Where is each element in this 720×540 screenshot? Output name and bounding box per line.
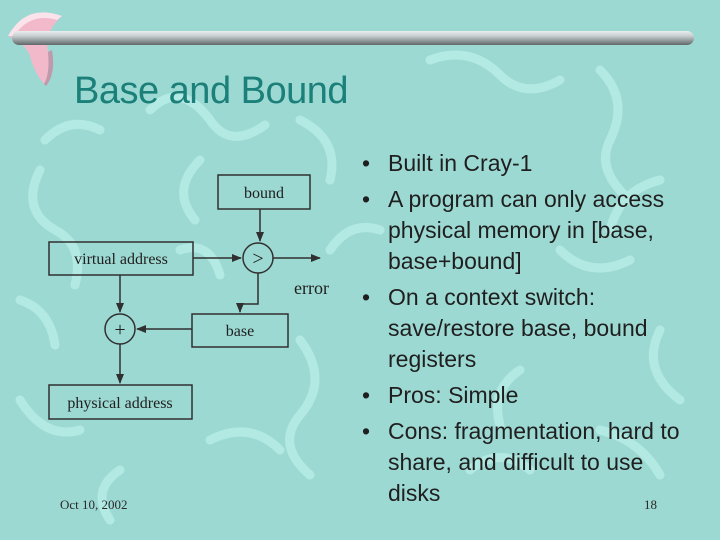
base-register-box (191, 313, 289, 348)
bullet-marker: • (362, 150, 371, 176)
arrow-compare-to-base (236, 273, 259, 313)
bullet-marker: • (362, 284, 371, 310)
bullet-text: A program can only access physical memor… (388, 186, 665, 274)
title-underline-bar (12, 31, 694, 45)
bound-label: bound (244, 185, 284, 202)
bullet-item: • A program can only access physical mem… (362, 184, 702, 277)
compare-symbol: > (252, 248, 263, 270)
bullet-marker: • (362, 186, 371, 212)
bullet-list: • Built in Cray-1 • A program can only a… (362, 148, 702, 514)
bullet-marker: • (362, 382, 371, 408)
footer-date: Oct 10, 2002 (60, 497, 128, 512)
error-label: error (294, 278, 329, 298)
bullet-text: Cons: fragmentation, hard to share, and … (388, 418, 680, 506)
bullet-item: • Built in Cray-1 (362, 148, 702, 179)
virtual-address-label: virtual address (74, 251, 168, 268)
bullet-item: • Pros: Simple (362, 380, 702, 411)
bullet-text: On a context switch: save/restore base, … (388, 284, 648, 372)
page-number: 18 (644, 497, 657, 512)
bullet-text: Built in Cray-1 (388, 150, 533, 176)
bullet-text: Pros: Simple (388, 382, 519, 408)
bullet-item: • On a context switch: save/restore base… (362, 282, 702, 375)
base-label: base (226, 323, 254, 340)
bullet-marker: • (362, 418, 371, 444)
physical-address-label: physical address (67, 395, 172, 412)
bullet-item: • Cons: fragmentation, hard to share, an… (362, 416, 702, 509)
bound-register-box (217, 174, 311, 210)
add-symbol: + (114, 319, 125, 341)
page-title: Base and Bound (74, 70, 349, 112)
physical-address-box (48, 384, 193, 420)
